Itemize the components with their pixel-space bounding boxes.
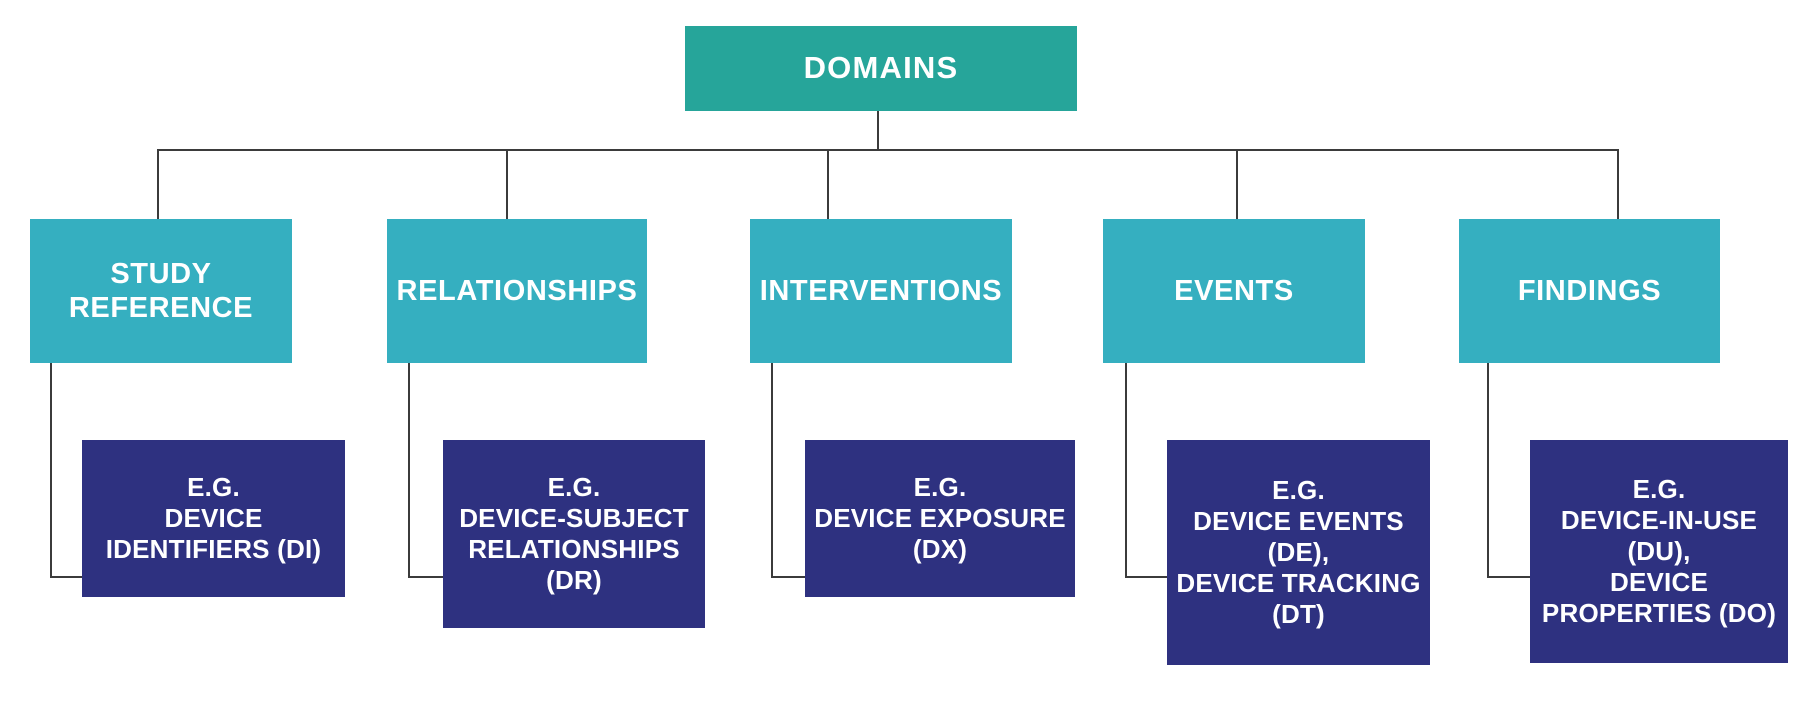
- connector-elbow-interventions-vertical: [771, 363, 773, 578]
- connector-elbow-study-reference-vertical: [50, 363, 52, 578]
- connector-elbow-relationships-horizontal: [408, 576, 446, 578]
- node-interventions[interactable]: INTERVENTIONS: [750, 219, 1012, 363]
- connector-elbow-relationships-vertical: [408, 363, 410, 578]
- node-findings[interactable]: FINDINGS: [1459, 219, 1720, 363]
- node-example-device-identifiers[interactable]: E.G. DEVICE IDENTIFIERS (DI): [82, 440, 345, 597]
- node-example-device-subject-relationships[interactable]: E.G. DEVICE-SUBJECT RELATIONSHIPS (DR): [443, 440, 705, 628]
- connector-elbow-events-horizontal: [1125, 576, 1170, 578]
- node-relationships-label: RELATIONSHIPS: [396, 274, 638, 307]
- connector-elbow-findings-vertical: [1487, 363, 1489, 578]
- node-example-device-events-tracking-label: E.G. DEVICE EVENTS (DE), DEVICE TRACKING…: [1176, 474, 1421, 630]
- node-domains-label: DOMAINS: [803, 50, 959, 86]
- connector-drop-study-reference: [157, 149, 159, 219]
- node-example-device-subject-relationships-label: E.G. DEVICE-SUBJECT RELATIONSHIPS (DR): [459, 471, 689, 596]
- connector-elbow-events-vertical: [1125, 363, 1127, 578]
- connector-drop-events: [1236, 149, 1238, 219]
- node-study-reference-label: STUDY REFERENCE: [68, 257, 254, 324]
- node-example-device-exposure-label: E.G. DEVICE EXPOSURE (DX): [814, 471, 1066, 565]
- node-findings-label: FINDINGS: [1517, 274, 1662, 307]
- node-domains[interactable]: DOMAINS: [685, 26, 1077, 111]
- node-relationships[interactable]: RELATIONSHIPS: [387, 219, 647, 363]
- connector-root-stem: [877, 111, 879, 151]
- node-example-device-identifiers-label: E.G. DEVICE IDENTIFIERS (DI): [105, 471, 322, 565]
- connector-horizontal-bus: [157, 149, 1619, 151]
- node-study-reference[interactable]: STUDY REFERENCE: [30, 219, 292, 363]
- node-example-device-events-tracking[interactable]: E.G. DEVICE EVENTS (DE), DEVICE TRACKING…: [1167, 440, 1430, 665]
- connector-drop-findings: [1617, 149, 1619, 219]
- node-example-device-in-use-properties[interactable]: E.G. DEVICE-IN-USE (DU), DEVICE PROPERTI…: [1530, 440, 1788, 663]
- node-example-device-exposure[interactable]: E.G. DEVICE EXPOSURE (DX): [805, 440, 1075, 597]
- connector-elbow-interventions-horizontal: [771, 576, 808, 578]
- node-example-device-in-use-properties-label: E.G. DEVICE-IN-USE (DU), DEVICE PROPERTI…: [1541, 473, 1777, 629]
- node-events[interactable]: EVENTS: [1103, 219, 1365, 363]
- connector-drop-relationships: [506, 149, 508, 219]
- node-events-label: EVENTS: [1174, 274, 1294, 307]
- connector-elbow-findings-horizontal: [1487, 576, 1533, 578]
- connector-elbow-study-reference-horizontal: [50, 576, 86, 578]
- connector-drop-interventions: [827, 149, 829, 219]
- node-interventions-label: INTERVENTIONS: [759, 274, 1003, 307]
